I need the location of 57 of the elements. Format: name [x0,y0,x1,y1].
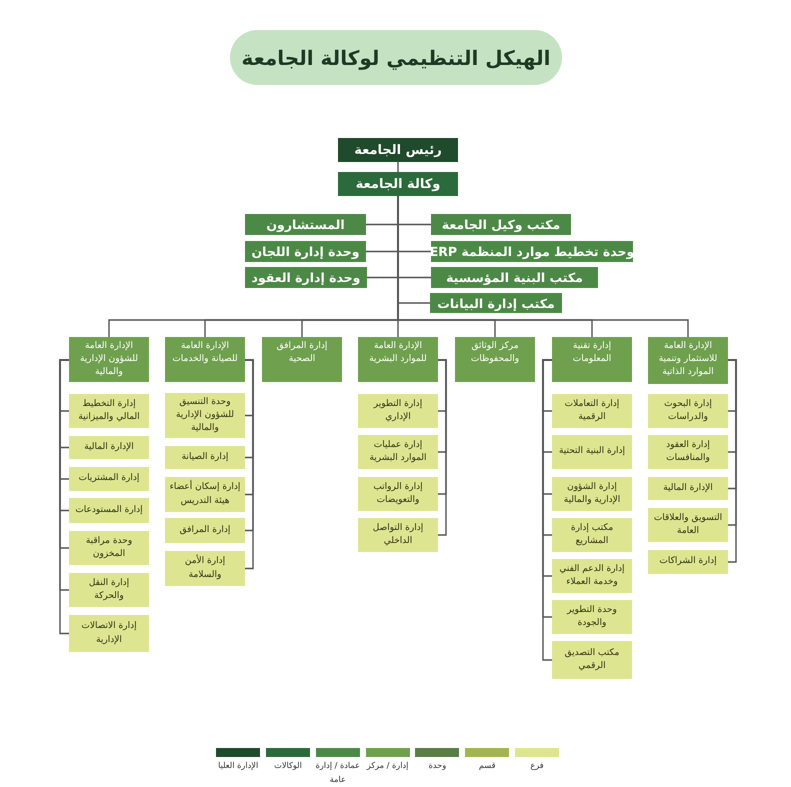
department-box: الإدارة العامة للصيانة والخدمات [165,337,245,382]
department-box: إدارة المرافق الصحية [262,337,342,382]
section-box: وحدة التطوير والجودة [552,600,632,634]
section-box: إدارة المستودعات [69,498,149,523]
section-box: إدارة التواصل الداخلي [358,518,438,552]
connector-line [245,359,254,570]
section-box: إدارة إسكان أعضاء هيئة التدريس [165,477,245,512]
section-box: إدارة الاتصالات الإدارية [69,615,149,652]
section-box: إدارة التعاملات الرقمية [552,394,632,428]
department-box: إدارة تقنية المعلومات [552,337,632,382]
department-box: الإدارة العامة للموارد البشرية [358,337,438,382]
section-box: إدارة البحوث والدراسات [648,394,728,428]
leadership-box: وكالة الجامعة [338,172,458,196]
office-box: مكتب إدارة البيانات [430,293,562,313]
legend-label: عمادة / إدارة عامة [314,759,362,786]
department-box: مركز الوثائق والمحفوظات [455,337,535,382]
connector-line [397,162,399,172]
office-box: مكتب البنية المؤسسية [431,267,598,288]
legend-label: قسم [478,759,497,772]
legend-label: فرع [529,759,545,772]
section-box: إدارة الصيانة [165,446,245,469]
section-box: إدارة الشراكات [648,550,728,574]
connector-line [728,359,737,563]
office-box: وحدة إدارة العقود [245,267,367,288]
section-box: مكتب التصديق الرقمي [552,641,632,679]
section-box: إدارة المرافق [165,518,245,543]
legend-label: إدارة / مركز [365,759,410,772]
section-box: إدارة المشتريات [69,467,149,491]
department-box: الإدارة العامة للاستثمار وتنمية الموارد الذاتية [648,337,728,384]
section-box: إدارة التخطيط المالي والميزانية [69,394,149,428]
section-box: الإدارة المالية [648,477,728,500]
section-box: إدارة الأمن والسلامة [165,551,245,586]
connector-line [438,359,447,536]
legend-label: وحدة [428,759,448,772]
section-box: إدارة التطوير الإداري [358,394,438,428]
section-box: إدارة عمليات الموارد البشرية [358,435,438,469]
section-box: إدارة البنية التحتية [552,435,632,469]
chart-title: الهيكل التنظيمي لوكالة الجامعة [230,30,562,85]
section-box: إدارة العقود والمنافسات [648,435,728,469]
section-box: إدارة الشؤون الإدارية والمالية [552,477,632,511]
office-box: مكتب وكيل الجامعة [431,214,571,235]
connector-line [59,359,69,634]
legend-label: الإدارة العليا [217,759,260,772]
section-box: الإدارة المالية [69,436,149,459]
office-box: المستشارون [245,214,366,235]
office-box: وحدة إدارة اللجان [245,241,366,262]
section-box: التسويق والعلاقات العامة [648,508,728,542]
leadership-box: رئيس الجامعة [338,138,458,162]
office-box: وحدة تخطيط موارد المنظمة ERP [431,241,633,262]
section-box: إدارة الدعم الفني وخدمة العملاء [552,559,632,593]
section-box: إدارة النقل والحركة [69,573,149,607]
section-box: وحدة التنسيق للشؤون الإدارية والمالية [165,393,245,438]
section-box: إدارة الرواتب والتعويضات [358,477,438,511]
legend-label: الوكالات [273,759,303,772]
department-box: الإدارة العامة للشؤون الإدارية والمالية [69,337,149,382]
section-box: وحدة مراقبة المخزون [69,531,149,565]
section-box: مكتب إدارة المشاريع [552,518,632,552]
